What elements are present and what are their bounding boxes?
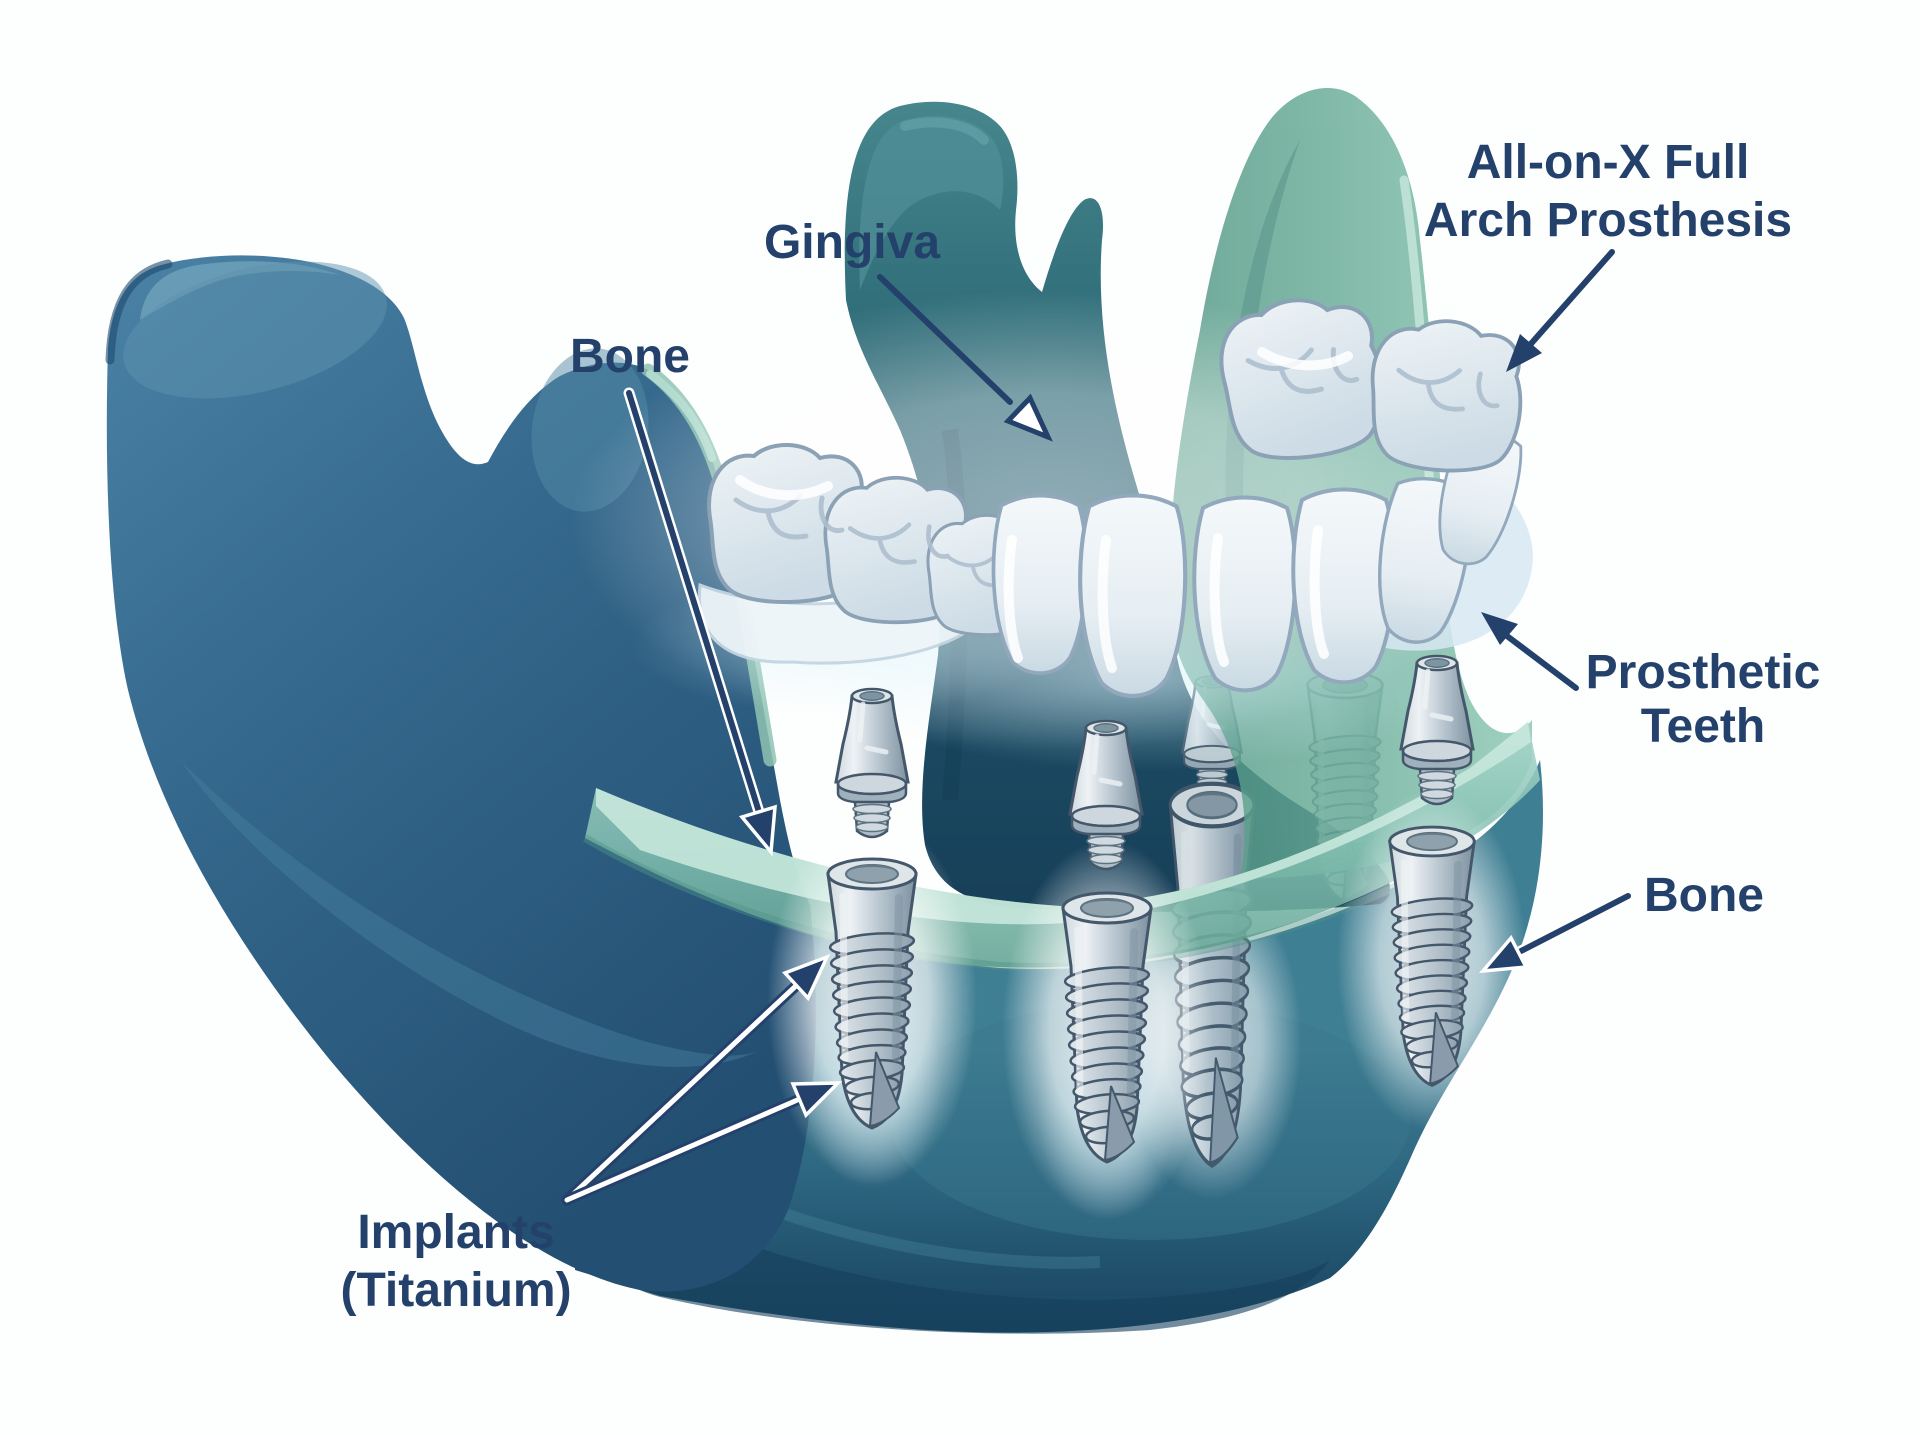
label-bone-left: Bone — [570, 330, 690, 383]
gingiva-arrow — [877, 274, 1053, 442]
label-bone-right: Bone — [1644, 869, 1764, 922]
label-implants-line2: (Titanium) — [340, 1264, 571, 1317]
bone-left-arrow — [623, 387, 777, 857]
label-prosthetic-teeth-line1: Prosthetic — [1586, 646, 1821, 699]
label-prosthesis-line2: Arch Prosthesis — [1424, 194, 1792, 247]
bone-right-arrow — [1478, 890, 1634, 974]
prosthesis-teeth — [570, 290, 1533, 770]
label-prosthesis-line1: All-on-X Full — [1467, 136, 1750, 189]
prosthesis-arrow — [1506, 249, 1615, 372]
label-prosthetic-teeth-line2: Teeth — [1641, 700, 1765, 753]
label-implants-line1: Implants — [357, 1206, 554, 1259]
prosthetic-teeth-arrow — [1481, 612, 1579, 691]
implants-arrows — [561, 953, 843, 1206]
annotation-arrows — [561, 249, 1634, 1206]
label-gingiva: Gingiva — [764, 216, 940, 269]
